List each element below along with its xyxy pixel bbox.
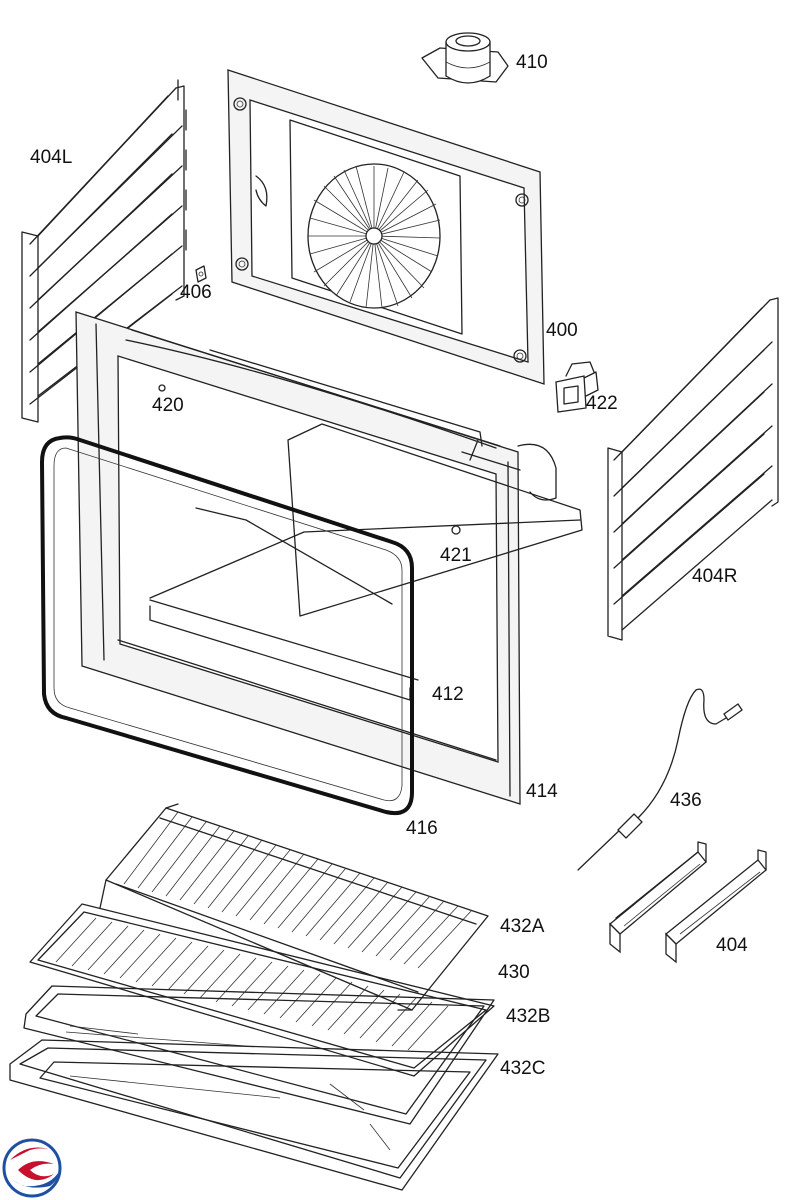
part-404L-left-rack (21, 79, 187, 423)
brand-logo-icon (2, 1138, 62, 1198)
part-404R-right-rack (607, 297, 779, 641)
label-414: 414 (526, 781, 558, 802)
label-412: 412 (432, 684, 464, 705)
part-404-telescopic-slides (609, 841, 767, 964)
label-422: 422 (586, 393, 618, 414)
label-420: 420 (152, 395, 184, 416)
label-404: 404 (716, 935, 748, 956)
part-432C-deep-tray (9, 1039, 499, 1191)
label-421: 421 (440, 545, 472, 566)
label-432B: 432B (506, 1006, 550, 1027)
label-432C: 432C (500, 1058, 545, 1079)
label-410: 410 (516, 52, 548, 73)
label-400: 400 (546, 320, 578, 341)
part-400-rear-panel (227, 69, 545, 385)
label-432A: 432A (500, 916, 545, 937)
part-436-meat-probe (577, 688, 743, 871)
label-404L: 404L (30, 147, 72, 168)
label-436: 436 (670, 790, 702, 811)
part-422-lamp-holder (555, 361, 599, 413)
label-404R: 404R (692, 566, 737, 587)
label-416: 416 (406, 818, 438, 839)
part-416-door-gasket (40, 435, 414, 815)
part-414-oven-cavity (75, 311, 583, 805)
part-432B-baking-tray (23, 985, 495, 1125)
part-410-fan-motor (421, 32, 509, 84)
label-430: 430 (498, 962, 530, 983)
part-430-grill-rack (29, 903, 495, 1077)
label-406: 406 (180, 282, 212, 303)
part-406-clip (195, 265, 207, 283)
